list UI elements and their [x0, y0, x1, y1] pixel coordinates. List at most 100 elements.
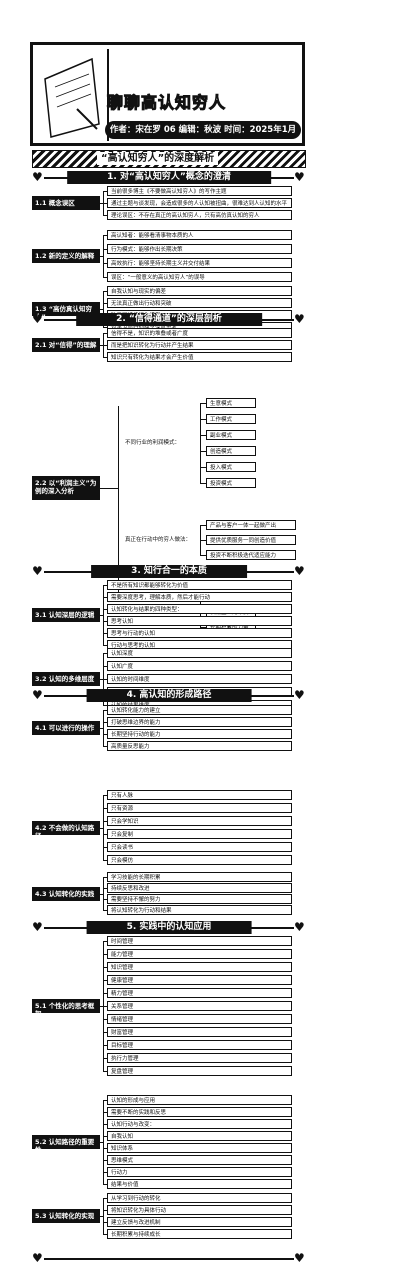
- list-item: 将知识转化为具体行动: [107, 1205, 292, 1215]
- connector: [103, 235, 107, 236]
- connector: [100, 728, 103, 729]
- connector: [103, 860, 107, 861]
- subtitle-banner: “高认知穷人”的深度解析: [32, 150, 306, 168]
- connector: [103, 834, 107, 835]
- connector: [103, 303, 107, 304]
- connector: [118, 406, 119, 602]
- list-item: 自我认知与现实的偏差: [107, 286, 292, 296]
- list-item: 通过主题与谈发现，会造成很多的人认知被扭曲，很难达到人认知的水平: [107, 198, 292, 208]
- section-title: 5. 实践中的认知应用: [86, 921, 252, 934]
- heart-icon: ♥: [294, 1251, 305, 1265]
- list-item: 认知的时间维度: [107, 674, 292, 684]
- category-node: 1.3 “高仿真认知穷人”: [32, 302, 100, 321]
- heart-icon: ♥: [32, 1251, 43, 1265]
- connector: [100, 1142, 103, 1143]
- connector: [103, 910, 107, 911]
- connector: [103, 191, 107, 192]
- heart-icon: ♥: [32, 920, 43, 934]
- list-item: 精力管理: [107, 988, 292, 998]
- list-item: 不是所有知识都能够转化为价值: [107, 580, 292, 590]
- section-header: ♥♥2. “信得通道”的深层剖析: [32, 313, 306, 327]
- connector: [103, 333, 107, 334]
- connector: [103, 821, 107, 822]
- connector: [103, 263, 107, 264]
- list-item: 产品与客户一体一起做产出: [206, 520, 296, 530]
- section-header: ♥♥4. 高认知的形成路径: [32, 689, 306, 703]
- connector: [100, 827, 103, 829]
- connector: [103, 795, 107, 796]
- list-item: 只会复制: [107, 829, 292, 839]
- list-item: 健康管理: [107, 975, 292, 985]
- heart-icon: ♥: [294, 920, 305, 934]
- list-item: 副业模式: [206, 430, 256, 440]
- list-item: 而是把知识转化为行动并产生结果: [107, 340, 292, 350]
- connector: [103, 249, 107, 250]
- connector: [103, 1198, 104, 1234]
- connector: [100, 1006, 103, 1007]
- list-item: 认知的形成与应用: [107, 1095, 292, 1105]
- list-item: 时间管理: [107, 936, 292, 946]
- category-node: 2.1 对“信得”的理解: [32, 338, 100, 352]
- connector: [100, 256, 103, 257]
- connector: [103, 1045, 107, 1046]
- section-title: 3. 知行合一的本质: [91, 565, 247, 578]
- connector: [103, 1124, 107, 1125]
- list-item: 长期积累与持续成长: [107, 1229, 292, 1239]
- connector: [103, 1234, 107, 1235]
- connector: [200, 467, 206, 468]
- connector: [103, 1184, 107, 1185]
- connector: [103, 597, 107, 598]
- connector: [103, 877, 107, 878]
- list-item: 学习技能的长期积累: [107, 872, 292, 882]
- list-item: 需要深度思考，理解本质，然后才能行动: [107, 592, 292, 602]
- list-item: 只会读书: [107, 842, 292, 852]
- connector: [103, 847, 107, 848]
- connector: [103, 679, 107, 680]
- category-node: 2.2 以“利润主义”为例的深入分析: [32, 476, 100, 500]
- connector: [103, 1136, 107, 1137]
- category-node: 1.1 概念误区: [32, 196, 100, 210]
- list-item: 知识体系: [107, 1143, 292, 1153]
- connector: [103, 291, 104, 327]
- connector: [103, 1210, 107, 1211]
- list-item: 只会学知识: [107, 816, 292, 826]
- connector: [103, 357, 107, 358]
- connector: [103, 746, 107, 747]
- list-item: 投资不断积极迭代适应能力: [206, 550, 296, 560]
- list-item: 从学习到行动的转化: [107, 1193, 292, 1203]
- connector: [200, 451, 206, 452]
- list-item: 创造模式: [206, 446, 256, 456]
- heart-icon: ♥: [32, 564, 43, 578]
- subgroup-label: 不同行业的利润模式：: [122, 438, 200, 448]
- category-node: 5.3 认知转化的实现: [32, 1209, 100, 1223]
- connector: [103, 1172, 107, 1173]
- list-item: 关系管理: [107, 1001, 292, 1011]
- heart-icon: ♥: [294, 312, 305, 326]
- list-item: 需要不断的实践和反思: [107, 1107, 292, 1117]
- heart-icon: ♥: [294, 688, 305, 702]
- heart-icon: ♥: [294, 564, 305, 578]
- connector: [103, 795, 104, 860]
- connector: [200, 403, 206, 404]
- section-header: ♥ ♥ 5. 实践中的认知应用: [32, 921, 306, 935]
- connector: [103, 1071, 107, 1072]
- connector: [103, 327, 107, 328]
- list-item: 高效执行：能够坚持长期主义并交付结果: [107, 258, 292, 268]
- connector: [103, 705, 107, 706]
- connector: [103, 585, 107, 586]
- connector: [103, 235, 104, 277]
- connector: [103, 1222, 107, 1223]
- list-item: 需要坚持不懈的努力: [107, 894, 292, 904]
- connector: [103, 954, 107, 955]
- list-item: 能力管理: [107, 949, 292, 959]
- connector: [103, 345, 107, 346]
- connector: [103, 621, 107, 622]
- list-item: 投入模式: [206, 462, 256, 472]
- connector: [200, 540, 206, 541]
- list-item: 将认知转化为行动和结果: [107, 905, 292, 915]
- connector: [103, 585, 104, 645]
- heart-icon: ♥: [32, 312, 43, 326]
- connector: [103, 1198, 107, 1199]
- section-title: 4. 高认知的形成路径: [86, 689, 252, 702]
- list-item: 只有人脉: [107, 790, 292, 800]
